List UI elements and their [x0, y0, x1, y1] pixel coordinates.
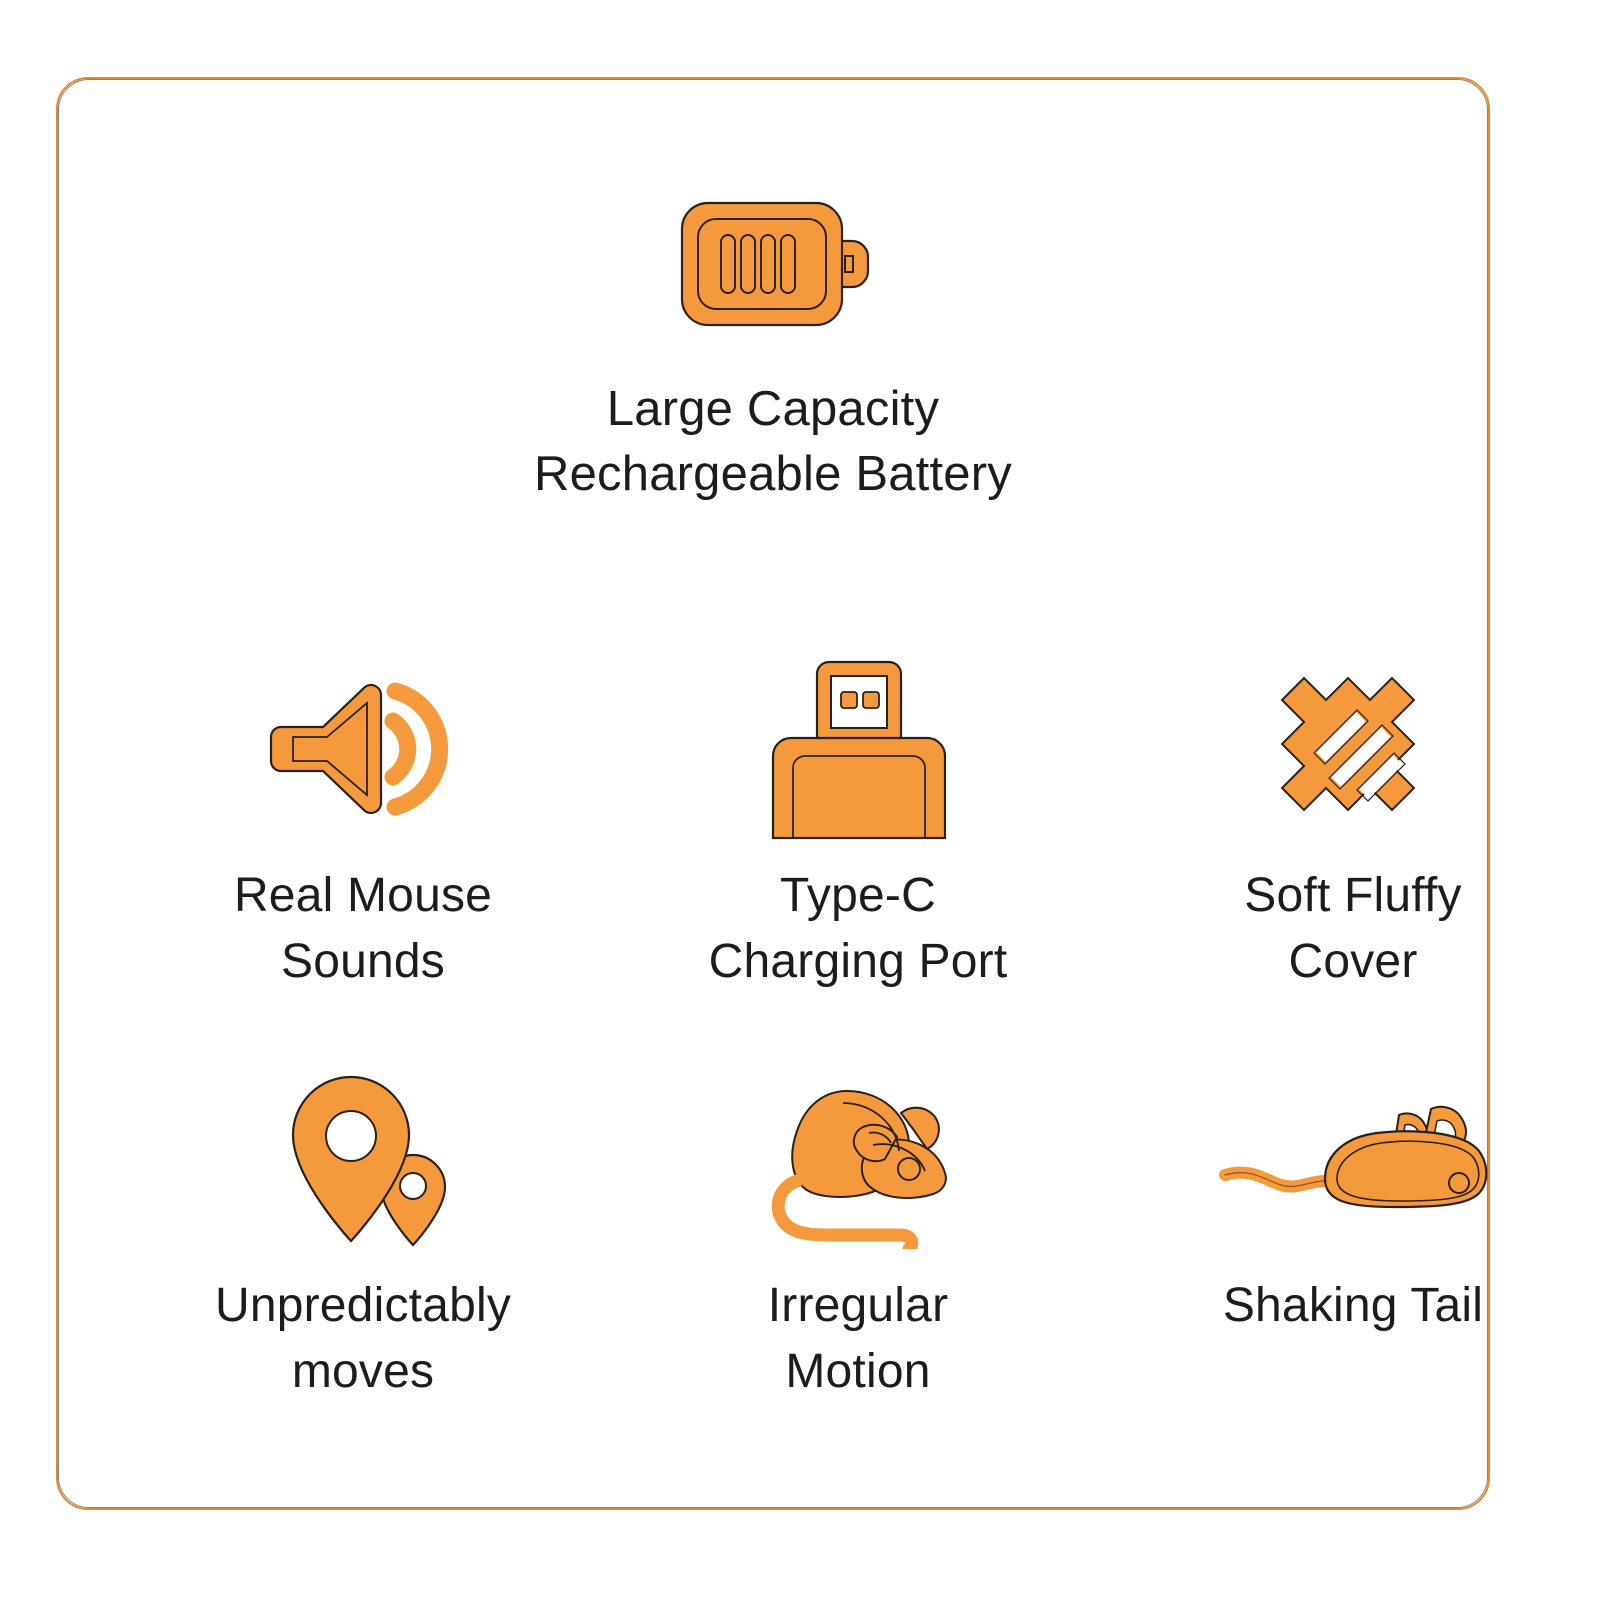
rat-icon: [751, 1069, 966, 1256]
feature-soft-fluffy-cover: Soft Fluffy Cover: [1138, 654, 1568, 995]
feature-label: Unpredictably moves: [214, 1279, 512, 1399]
feature-card: Large Capacity Rechargeable Battery: [56, 77, 1490, 1510]
feature-unpredictable-moves: Unpredictably moves: [148, 1064, 578, 1405]
toy-mouse-tail-icon: [1213, 1079, 1493, 1244]
icon-slot: [263, 1064, 463, 1259]
icon-slot: [1213, 1064, 1493, 1259]
feature-irregular-motion: Irregular Motion: [643, 1064, 1073, 1405]
feature-label: Irregular Motion: [767, 1279, 949, 1399]
battery-icon: [668, 189, 878, 339]
map-pins-icon: [263, 1067, 463, 1257]
hero-label: Large Capacity Rechargeable Battery: [534, 382, 1012, 502]
hero-feature: Large Capacity Rechargeable Battery: [58, 189, 1488, 507]
fabric-swatch-icon: [1258, 654, 1448, 849]
icon-slot: [771, 654, 946, 849]
feature-row-1: Real Mouse Sounds: [148, 654, 1568, 995]
icon-slot: [1258, 654, 1448, 849]
feature-row-2: Unpredictably moves: [148, 1064, 1568, 1405]
feature-type-c-port: Type-C Charging Port: [643, 654, 1073, 995]
feature-real-mouse-sounds: Real Mouse Sounds: [148, 654, 578, 995]
feature-shaking-tail: Shaking Tail: [1138, 1064, 1568, 1405]
feature-label: Type-C Charging Port: [708, 869, 1008, 989]
usb-connector-icon: [771, 654, 946, 849]
feature-label: Soft Fluffy Cover: [1244, 869, 1462, 989]
speaker-sound-icon: [263, 669, 463, 834]
feature-label: Shaking Tail: [1222, 1279, 1484, 1332]
icon-slot: [263, 654, 463, 849]
feature-label: Real Mouse Sounds: [233, 869, 493, 989]
icon-slot: [751, 1064, 966, 1259]
